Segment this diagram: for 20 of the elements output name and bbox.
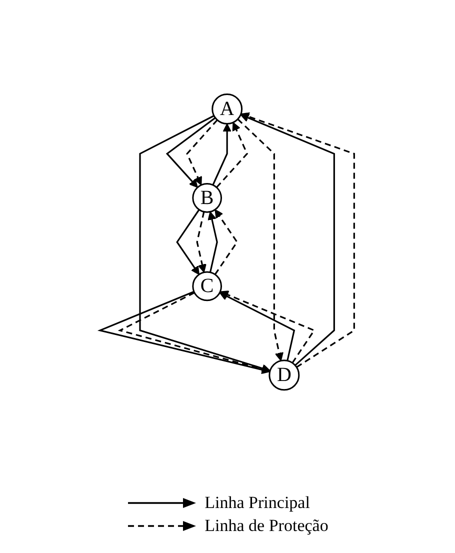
arrow: [240, 114, 336, 366]
arrow: [166, 117, 216, 188]
arrow: [208, 211, 218, 273]
arrow: [176, 209, 200, 275]
arrow: [214, 209, 238, 275]
arrow: [238, 118, 284, 362]
node-circle: D: [269, 360, 300, 391]
legend-label: Linha Principal: [204, 493, 310, 513]
arrow: [220, 292, 296, 361]
arrow: [140, 114, 271, 373]
arrow: [240, 112, 356, 368]
arrow: [220, 290, 316, 364]
node-circle: A: [212, 93, 243, 124]
node-circle: C: [192, 271, 222, 302]
node-circle: B: [192, 182, 222, 213]
arrow: [196, 211, 207, 273]
arrow: [216, 122, 248, 188]
arrow: [212, 123, 232, 186]
legend-label: Linha de Proteção: [204, 516, 328, 536]
arrow: [186, 119, 218, 186]
